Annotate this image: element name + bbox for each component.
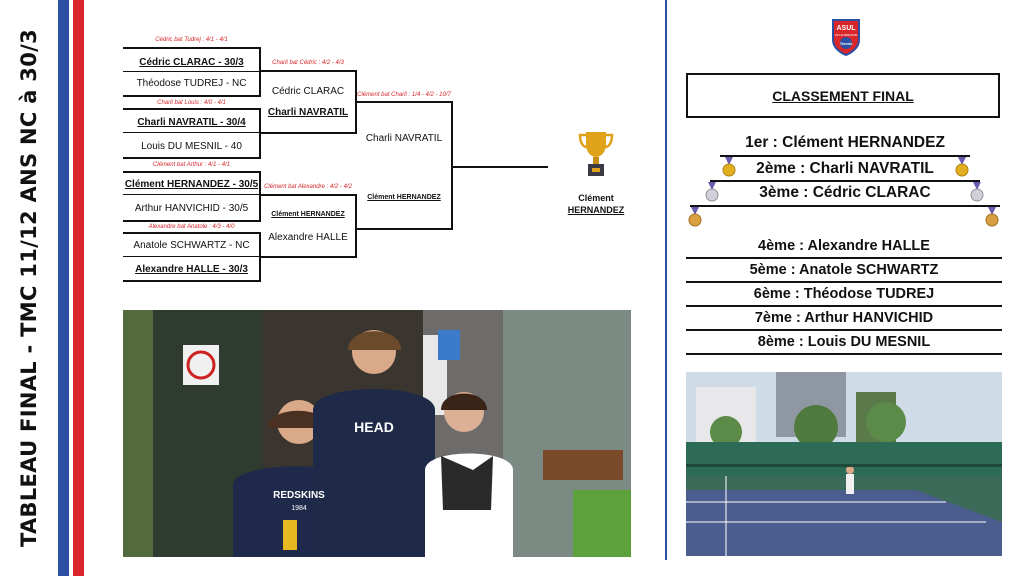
trophy-icon [578, 132, 614, 176]
player-slot: Charli NAVRATIL - 30/4 [137, 117, 246, 128]
player-slot: Clément HERNANDEZ [367, 194, 441, 201]
match-note: Clément bat Alexandre : 4/2 - 4/2 [264, 184, 352, 190]
tournament-bracket: Cédric bat Tudrej : 4/1 - 4/1 Cédric CLA… [0, 0, 665, 300]
bronze-medal-icon [688, 207, 702, 227]
rank-4: 4ème : Alexandre HALLE [758, 238, 930, 254]
match-note: Charli bat Louis : 4/0 - 4/1 [157, 100, 226, 106]
champion-name: Clément HERNANDEZ [556, 192, 636, 216]
player-slot: Théodose TUDREJ - NC [136, 78, 247, 89]
match-note: Clément bat Charli : 1/4 - 4/2 - 10/7 [357, 92, 451, 98]
player-slot: Arthur HANVICHID - 30/5 [134, 203, 249, 214]
ranking-title: CLASSEMENT FINAL [686, 73, 1000, 118]
player-slot: Alexandre HALLE [268, 232, 348, 243]
rank-7: 7ème : Arthur HANVICHID [754, 310, 934, 326]
flag-stripe-blue [58, 0, 69, 576]
silver-medal-icon [970, 182, 984, 202]
player-slot: Charli NAVRATIL [365, 133, 443, 144]
podium-second: 2ème : Charli NAVRATIL [756, 160, 934, 177]
gold-medal-icon [955, 157, 969, 177]
player-slot: Louis DU MESNIL - 40 [141, 141, 242, 152]
player-slot: Clément HERNANDEZ - 30/5 [124, 179, 259, 190]
court-photo [686, 372, 1002, 556]
logo-subtext: VILLEURBANNE [835, 33, 858, 37]
shirt-year: 1984 [291, 505, 307, 512]
logo-tennis-text: Tennis [840, 41, 853, 46]
match-note: Cédric bat Tudrej : 4/1 - 4/1 [155, 37, 228, 43]
player-slot: Cédric CLARAC - 30/3 [139, 57, 244, 68]
gold-medal-icon [722, 157, 736, 177]
match-note: Clément bat Arthur : 4/1 - 4/1 [152, 162, 231, 168]
vertical-divider [665, 0, 667, 560]
podium-third: 3ème : Cédric CLARAC [759, 184, 931, 201]
player-slot: Alexandre HALLE - 30/3 [135, 264, 248, 275]
coach-shirt-text: HEAD [354, 419, 394, 435]
champion-first-name: Clément [578, 193, 614, 203]
shirt-text: REDSKINS [273, 490, 325, 501]
group-photo: REDSKINS 1984 HEAD [123, 310, 631, 557]
player-slot: Clément HERNANDEZ [271, 211, 345, 218]
silver-medal-icon [705, 182, 719, 202]
match-note: Charli bat Cédric : 4/2 - 4/3 [272, 60, 344, 66]
rank-6: 6ème : Théodose TUDREJ [753, 286, 935, 302]
podium-first: 1er : Clément HERNANDEZ [745, 134, 945, 151]
player-slot: Cédric CLARAC [271, 86, 345, 97]
rank-5: 5ème : Anatole SCHWARTZ [749, 262, 939, 278]
flag-stripe-red [73, 0, 84, 576]
logo-text: ASUL [836, 25, 856, 32]
flag-stripe-white [69, 0, 73, 576]
rank-8: 8ème : Louis DU MESNIL [757, 334, 931, 350]
champion-last-name: HERNANDEZ [567, 205, 625, 215]
player-slot: Anatole SCHWARTZ - NC [133, 240, 250, 251]
player-slot: Charli NAVRATIL [267, 107, 349, 118]
match-note: Alexandre bat Anatole : 4/3 - 4/0 [148, 224, 235, 230]
bronze-medal-icon [985, 207, 999, 227]
club-logo: ASUL VILLEURBANNE Tennis [832, 19, 860, 56]
